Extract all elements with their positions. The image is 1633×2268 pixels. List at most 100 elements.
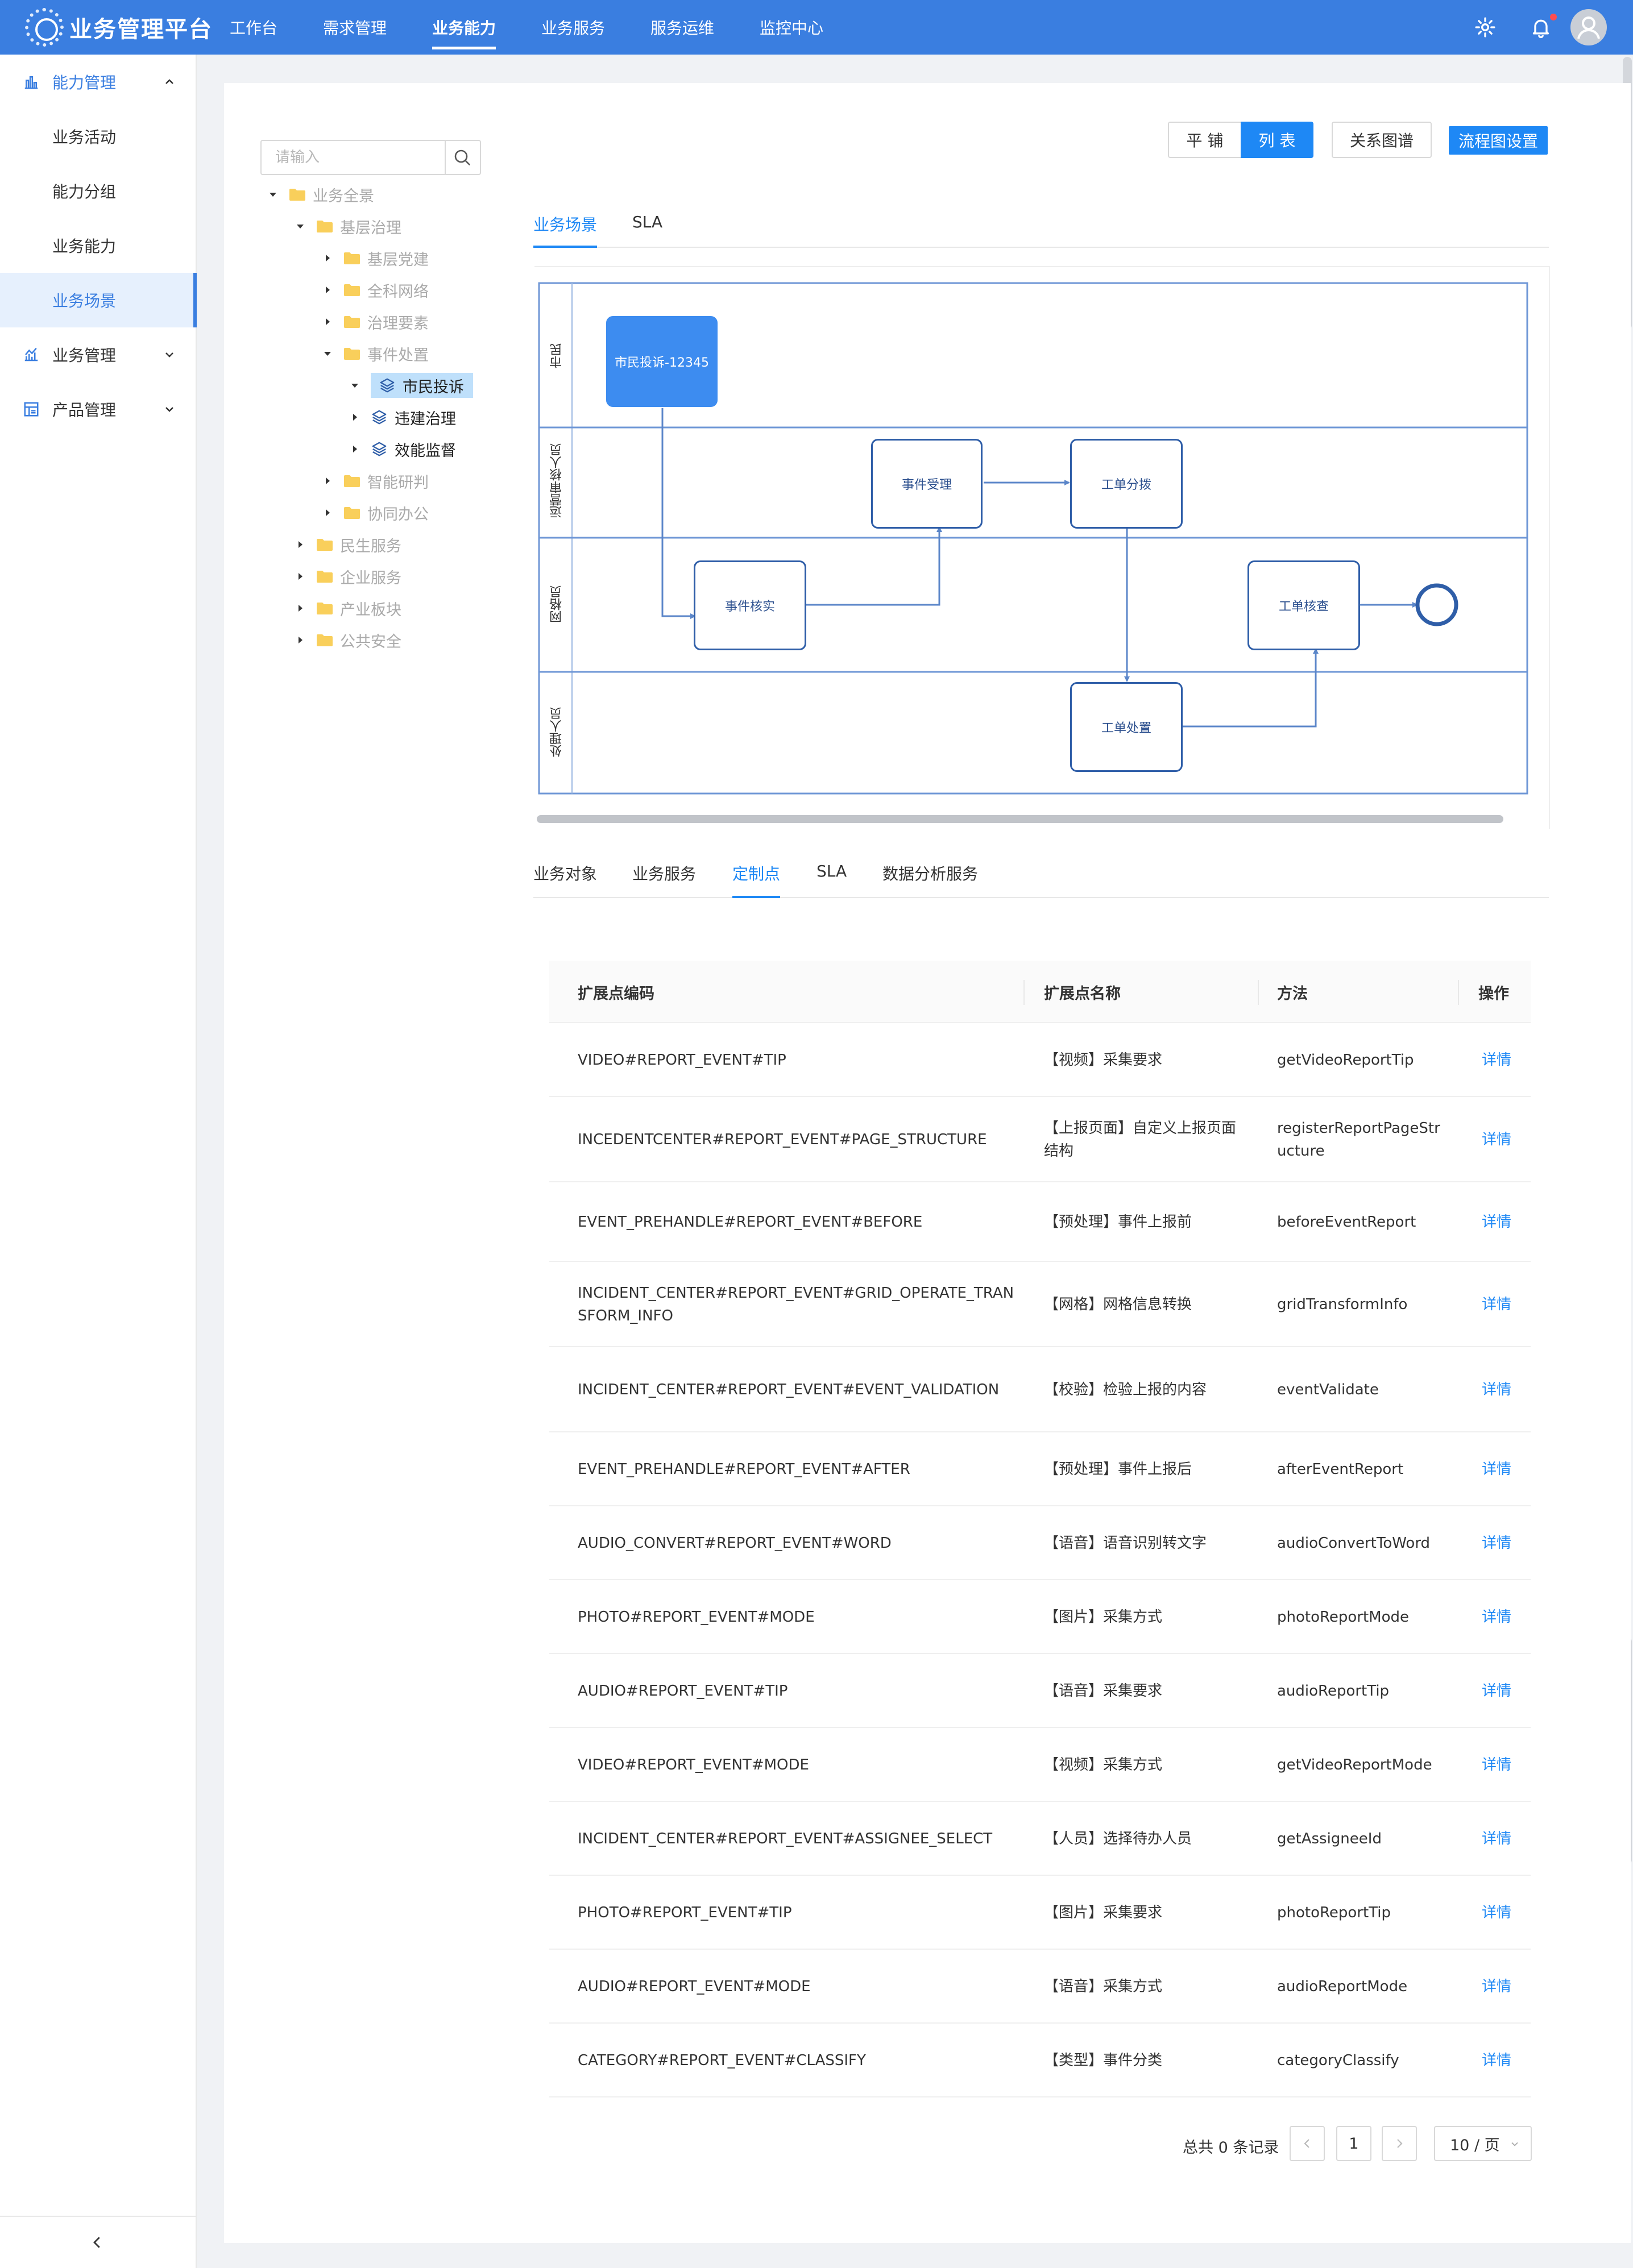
tree-node-label: 协同办公 — [367, 505, 429, 524]
tree-node-collab[interactable]: 协同办公 — [322, 499, 429, 526]
nav-business-capability[interactable]: 业务能力 — [432, 16, 496, 49]
tab-sla-top[interactable]: SLA — [632, 213, 663, 231]
caret-right-icon[interactable] — [295, 634, 306, 646]
tree-node-livelihood[interactable]: 民生服务 — [295, 531, 401, 558]
detail-link[interactable]: 详情 — [1482, 1052, 1512, 1069]
sidebar-item-label: 能力分组 — [52, 182, 117, 201]
detail-link[interactable]: 详情 — [1482, 1609, 1512, 1626]
tree-node-root[interactable]: 业务全景 — [267, 181, 374, 208]
flow-node-verify[interactable]: 事件核实 — [694, 560, 806, 650]
nav-monitor-center[interactable]: 监控中心 — [760, 19, 824, 38]
caret-right-icon[interactable] — [295, 539, 306, 550]
tab-custom-point[interactable]: 定制点 — [732, 865, 781, 883]
detail-link[interactable]: 详情 — [1482, 1214, 1512, 1231]
avatar[interactable] — [1570, 9, 1607, 45]
search-button[interactable] — [445, 141, 480, 174]
tree-node-incident[interactable]: 事件处置 — [322, 340, 429, 367]
list-view-button[interactable]: 列 表 — [1241, 122, 1313, 158]
tree-node-public-safety[interactable]: 公共安全 — [295, 626, 401, 654]
caret-down-icon[interactable] — [322, 348, 333, 359]
caret-right-icon[interactable] — [322, 475, 333, 487]
tree-node-governance[interactable]: 治理要素 — [322, 308, 429, 335]
sidebar-item-scenario[interactable]: 业务场景 — [0, 273, 197, 327]
tab-business-object[interactable]: 业务对象 — [533, 865, 598, 883]
caret-down-icon[interactable] — [295, 221, 306, 232]
tab-sla-bottom[interactable]: SLA — [816, 862, 847, 880]
detail-link[interactable]: 详情 — [1482, 1461, 1512, 1478]
flow-node-dispatch[interactable]: 工单分拨 — [1070, 439, 1183, 529]
prev-page-button[interactable] — [1290, 2126, 1325, 2161]
tree-node-enterprise[interactable]: 企业服务 — [295, 563, 401, 590]
tab-data-analysis[interactable]: 数据分析服务 — [882, 865, 979, 883]
search-input[interactable] — [262, 141, 445, 174]
tree-node-selected-highlight: 市民投诉 — [371, 373, 473, 398]
caret-right-icon[interactable] — [295, 571, 306, 582]
caret-down-icon[interactable] — [349, 380, 360, 391]
tree-node-grid-network[interactable]: 全科网络 — [322, 276, 429, 304]
detail-link[interactable]: 详情 — [1482, 1830, 1512, 1847]
layers-icon — [380, 378, 395, 393]
graph-view-button[interactable]: 关系图谱 — [1332, 122, 1432, 158]
tree-node-efficiency[interactable]: 效能监督 — [349, 435, 456, 463]
detail-link[interactable]: 详情 — [1482, 1535, 1512, 1552]
flow-node-check[interactable]: 工单核查 — [1247, 560, 1360, 650]
caret-right-icon[interactable] — [322, 316, 333, 327]
sidebar-collapse-button[interactable] — [0, 2216, 197, 2268]
page-number-button[interactable]: 1 — [1336, 2126, 1371, 2161]
caret-right-icon[interactable] — [295, 603, 306, 614]
tree-node-illegal-building[interactable]: 违建治理 — [349, 404, 456, 431]
caret-right-icon[interactable] — [322, 507, 333, 518]
tile-view-button[interactable]: 平 铺 — [1168, 122, 1242, 158]
sidebar-item-activity[interactable]: 业务活动 — [0, 109, 197, 164]
tree-node-grassroots[interactable]: 基层治理 — [295, 213, 401, 240]
detail-link[interactable]: 详情 — [1482, 1296, 1512, 1313]
column-divider — [1258, 980, 1259, 1005]
flow-node-start[interactable]: 市民投诉-12345 — [606, 316, 718, 407]
nav-requirements[interactable]: 需求管理 — [323, 19, 387, 38]
flow-settings-button[interactable]: 流程图设置 — [1449, 126, 1548, 155]
gear-icon[interactable] — [1474, 16, 1497, 39]
detail-link[interactable]: 详情 — [1482, 1904, 1512, 1921]
folder-icon — [344, 284, 360, 296]
flow-node-handle[interactable]: 工单处置 — [1070, 682, 1183, 772]
tree-node-industry[interactable]: 产业板块 — [295, 595, 401, 622]
caret-down-icon[interactable] — [267, 189, 279, 200]
nav-business-service[interactable]: 业务服务 — [541, 19, 606, 38]
nav-workbench[interactable]: 工作台 — [230, 19, 278, 38]
table-row: INCIDENT_CENTER#REPORT_EVENT#GRID_OPERAT… — [549, 1262, 1531, 1347]
sidebar-group-product[interactable]: 产品管理 — [0, 382, 197, 437]
detail-link[interactable]: 详情 — [1482, 1381, 1512, 1398]
tab-business-service[interactable]: 业务服务 — [632, 865, 697, 883]
tree-node-party[interactable]: 基层党建 — [322, 244, 429, 272]
tab-business-scenario[interactable]: 业务场景 — [533, 215, 598, 234]
cell-extension-code: INCIDENT_CENTER#REPORT_EVENT#GRID_OPERAT… — [578, 1285, 1014, 1324]
caret-right-icon[interactable] — [322, 252, 333, 264]
caret-right-icon[interactable] — [322, 284, 333, 296]
sidebar-item-capability[interactable]: 业务能力 — [0, 218, 197, 273]
tree-node-citizen-complaint[interactable]: 市民投诉 — [349, 372, 473, 399]
sidebar-group-capability[interactable]: 能力管理 — [0, 55, 197, 109]
app-logo[interactable]: 业务管理平台 — [25, 8, 213, 47]
detail-link[interactable]: 详情 — [1482, 2052, 1512, 2069]
table-row: EVENT_PREHANDLE#REPORT_EVENT#BEFORE【预处理】… — [549, 1182, 1531, 1262]
detail-link[interactable]: 详情 — [1482, 1131, 1512, 1148]
flow-node-accept[interactable]: 事件受理 — [871, 439, 983, 529]
caret-right-icon[interactable] — [349, 412, 360, 423]
sidebar-group-label: 产品管理 — [52, 401, 117, 419]
next-page-button[interactable] — [1382, 2126, 1417, 2161]
tab-divider — [533, 897, 1549, 898]
bell-icon[interactable] — [1530, 16, 1552, 39]
cell-method: audioConvertToWord — [1277, 1535, 1431, 1552]
page-size-select[interactable]: 10 / 页 — [1434, 2126, 1532, 2161]
sidebar-item-capability-group[interactable]: 能力分组 — [0, 164, 197, 218]
detail-link[interactable]: 详情 — [1482, 1683, 1512, 1700]
tree-node-analysis[interactable]: 智能研判 — [322, 467, 429, 495]
caret-right-icon[interactable] — [349, 443, 360, 455]
sidebar-group-business[interactable]: 业务管理 — [0, 327, 197, 382]
flow-horizontal-scrollbar[interactable] — [537, 815, 1503, 823]
nav-service-ops[interactable]: 服务运维 — [650, 19, 715, 38]
lane-label-handler: 处理人员 — [550, 707, 564, 757]
detail-link[interactable]: 详情 — [1482, 1978, 1512, 1995]
detail-link[interactable]: 详情 — [1482, 1756, 1512, 1773]
tree-node-label: 全科网络 — [367, 283, 429, 301]
